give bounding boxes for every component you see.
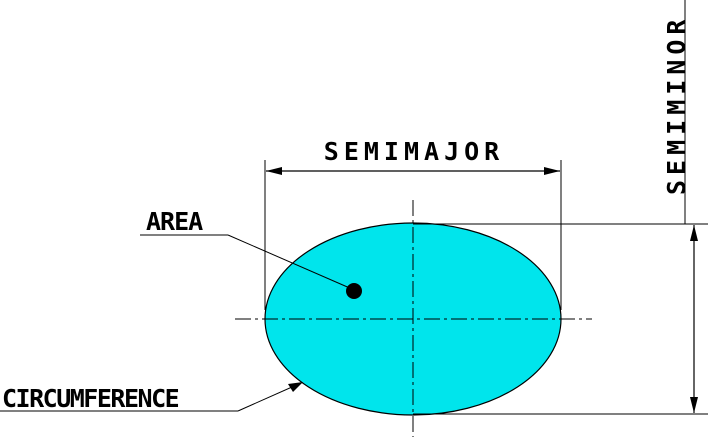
semimajor-label: SEMIMAJOR xyxy=(324,137,504,166)
semiminor-arrow-top xyxy=(690,225,698,241)
circumference-label: CIRCUMFERENCE xyxy=(2,384,179,413)
area-label: AREA xyxy=(146,207,203,236)
semiminor-label: SEMIMINOR xyxy=(662,15,691,195)
area-leader-line xyxy=(227,234,353,290)
semimajor-arrow-right xyxy=(544,167,560,175)
circumference-arrowhead xyxy=(288,382,303,392)
semimajor-arrow-left xyxy=(266,167,282,175)
semiminor-arrow-bottom xyxy=(690,397,698,413)
area-dot xyxy=(346,283,362,299)
